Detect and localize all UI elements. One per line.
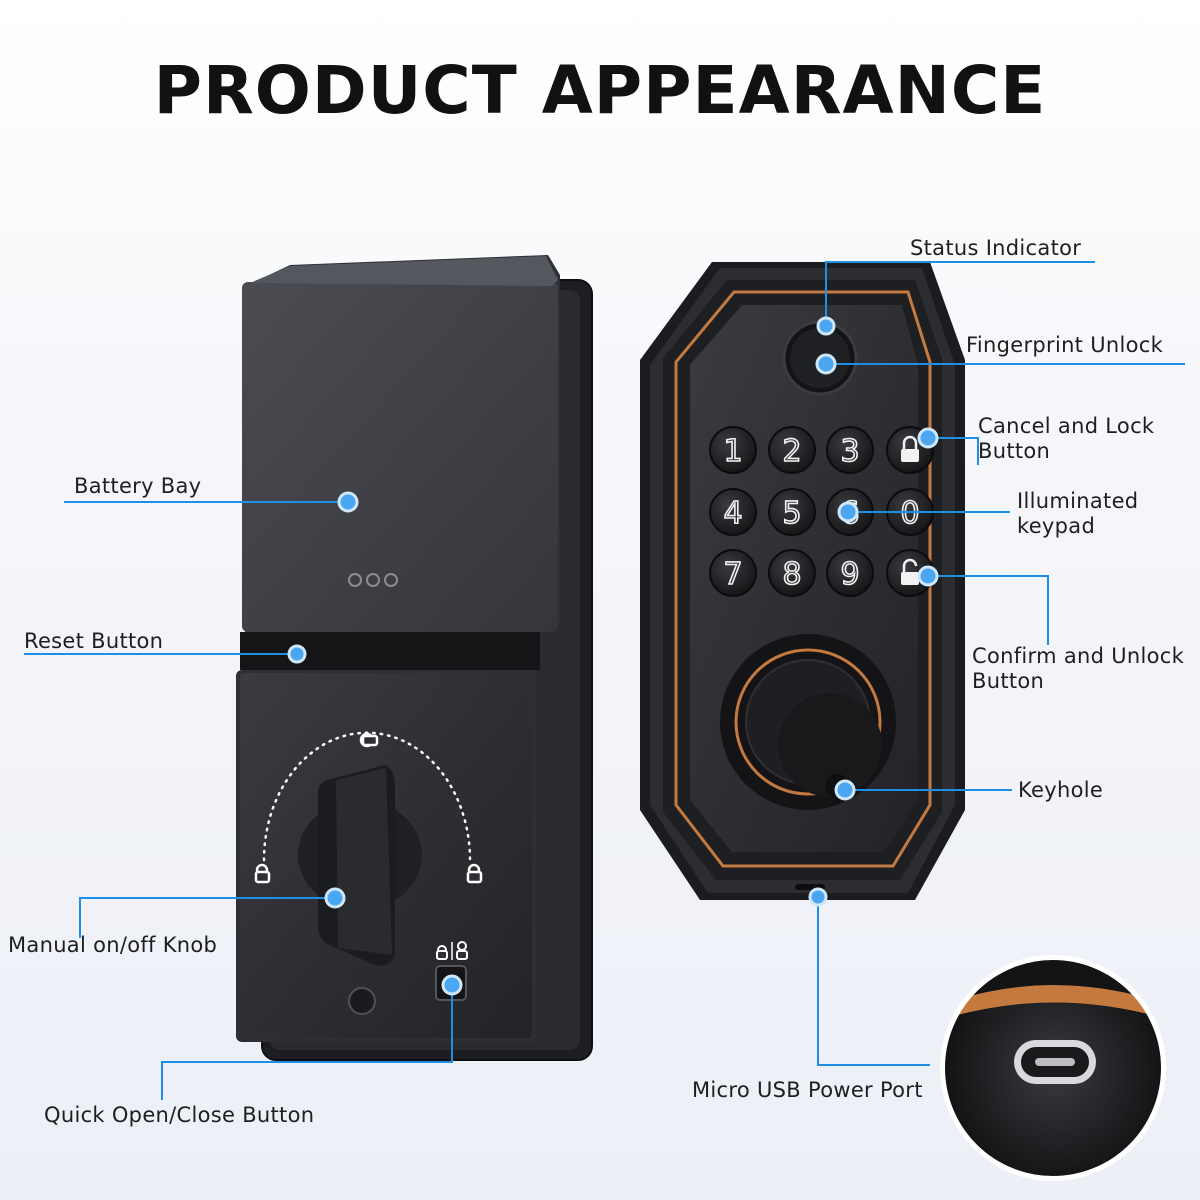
key-4-label: 4 <box>723 496 742 531</box>
screw-hole <box>348 987 376 1015</box>
key-1[interactable]: 1 <box>709 426 757 474</box>
dot-usb-port <box>808 887 828 907</box>
indicator-dot-3 <box>384 573 398 587</box>
page-title: PRODUCT APPEARANCE <box>153 52 1047 129</box>
label-confirm-unlock: Confirm and Unlock Button <box>972 644 1185 693</box>
label-fingerprint-unlock: Fingerprint Unlock <box>966 333 1164 357</box>
dot-status-indicator <box>816 316 836 336</box>
bronze-trim <box>674 290 932 868</box>
lock-closed-icon <box>901 435 919 462</box>
dot-keypad <box>837 501 859 523</box>
indicator-dot-1 <box>348 573 362 587</box>
deadbolt-cylinder <box>720 634 896 810</box>
dot-battery-bay <box>337 491 359 513</box>
locked-position-icon-left <box>254 863 271 884</box>
key-7-label: 7 <box>723 557 742 592</box>
label-illuminated-keypad: Illuminated keypad <box>1017 489 1139 538</box>
key-2[interactable]: 2 <box>768 426 816 474</box>
dot-cancel-lock <box>917 427 939 449</box>
callout-dots <box>287 316 939 996</box>
dot-confirm-unlock <box>917 565 939 587</box>
usb-port-zoom <box>940 955 1166 1181</box>
label-manual-knob: Manual on/off Knob <box>8 933 218 957</box>
label-reset-button: Reset Button <box>24 629 164 653</box>
indicator-dot-2 <box>366 573 380 587</box>
unlocked-position-icon <box>359 732 379 748</box>
locked-position-icon-right <box>466 863 483 884</box>
label-quick-button: Quick Open/Close Button <box>44 1103 315 1127</box>
key-0-label: 0 <box>900 496 919 531</box>
dot-reset-button <box>287 644 307 664</box>
key-4[interactable]: 4 <box>709 488 757 536</box>
callout-lines <box>24 261 1185 1100</box>
manual-knob[interactable] <box>298 765 422 966</box>
key-3-label: 3 <box>840 434 859 469</box>
key-1-label: 1 <box>723 434 742 469</box>
dot-keyhole <box>834 779 856 801</box>
key-5[interactable]: 5 <box>768 488 816 536</box>
label-status-indicator: Status Indicator <box>910 236 1082 260</box>
key-8[interactable]: 8 <box>768 549 816 597</box>
key-8-label: 8 <box>782 557 801 592</box>
battery-bay-cover[interactable] <box>242 255 560 632</box>
quick-button-icon <box>436 941 468 960</box>
dot-quick-button <box>441 974 463 996</box>
dot-fingerprint <box>815 353 837 375</box>
key-2-label: 2 <box>782 434 801 469</box>
key-9[interactable]: 9 <box>826 549 874 597</box>
key-7[interactable]: 7 <box>709 549 757 597</box>
label-usb-port: Micro USB Power Port <box>692 1078 923 1102</box>
key-5-label: 5 <box>782 496 801 531</box>
key-9-label: 9 <box>840 557 859 592</box>
lock-open-icon <box>901 558 919 585</box>
label-keyhole: Keyhole <box>1018 778 1104 802</box>
interior-unit <box>236 255 593 1061</box>
key-3[interactable]: 3 <box>826 426 874 474</box>
dot-manual-knob <box>324 887 346 909</box>
label-battery-bay: Battery Bay <box>74 474 202 498</box>
label-cancel-lock: Cancel and Lock Button <box>978 414 1155 463</box>
usb-c-port <box>1014 1040 1096 1084</box>
